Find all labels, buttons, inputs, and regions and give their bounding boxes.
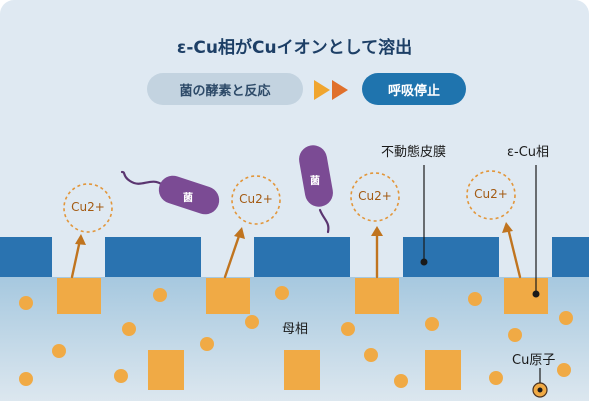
cu-atom <box>275 286 289 300</box>
bacterium-left <box>120 170 220 215</box>
ion-rings <box>63 170 516 233</box>
bacterium-right <box>299 145 333 234</box>
bacterium-body-icon <box>158 175 220 215</box>
release-arrow <box>506 226 522 279</box>
cu-atom <box>468 292 482 306</box>
enzyme-reaction-pill: 菌の酵素と反応 <box>147 73 303 105</box>
cu-atom <box>245 315 259 329</box>
ion-label: Cu2+ <box>358 189 392 203</box>
ion-ring <box>466 170 516 220</box>
cu-atom <box>364 348 378 362</box>
cu-atom-leader-dot <box>537 387 543 393</box>
epsilon-phase-label: ε-Cu相 <box>507 145 550 160</box>
cu-atom <box>114 369 128 383</box>
cu-atom <box>153 288 167 302</box>
film-segment <box>0 237 52 277</box>
cu-atom <box>200 337 214 351</box>
ion-ring <box>231 175 281 225</box>
flagellum-icon <box>120 170 165 187</box>
cu-atom <box>19 372 33 386</box>
arrow-chevron-1 <box>314 80 330 100</box>
arrowhead <box>234 227 245 239</box>
film-segment <box>403 237 499 277</box>
epsilon-block <box>206 278 250 314</box>
cu-atoms <box>19 286 573 398</box>
cu-atom <box>425 317 439 331</box>
arrowhead <box>75 234 86 245</box>
epsilon-block <box>504 278 548 314</box>
cu-atom-label: Cu原子 <box>512 353 556 368</box>
passive-film-label: 不動態皮膜 <box>381 145 447 160</box>
cu-atom <box>557 363 571 377</box>
film-segment <box>254 237 350 277</box>
cu-atom <box>559 311 573 325</box>
cu-atom <box>394 374 408 388</box>
epsilon-phase-blocks <box>57 278 548 314</box>
epsilon-leader-dot <box>532 290 540 298</box>
ion-label: Cu2+ <box>474 187 508 201</box>
callout-lines <box>423 165 541 383</box>
bacterium-label: 菌 <box>310 176 320 187</box>
release-arrow <box>223 231 242 279</box>
epsilon-block <box>355 278 399 314</box>
buried-block <box>148 350 184 390</box>
buried-block <box>284 350 320 390</box>
release-arrowheads <box>75 222 513 245</box>
arrowhead <box>502 222 513 233</box>
ion-ring <box>63 183 113 233</box>
film-segment <box>552 237 589 277</box>
film-segment <box>105 237 201 277</box>
passive-film <box>0 237 589 277</box>
ion-ring <box>350 172 400 222</box>
matrix-label: 母相 <box>282 322 309 337</box>
cu-atom <box>122 322 136 336</box>
epsilon-block <box>57 278 101 314</box>
flagellum-icon <box>318 208 330 234</box>
bacterium-label: 菌 <box>183 193 193 204</box>
respiration-stop-pill: 呼吸停止 <box>362 73 466 105</box>
ion-label: Cu2+ <box>71 200 105 214</box>
cu-atom <box>341 322 355 336</box>
diagram-title: ε-Cu相がCuイオンとして溶出 <box>176 38 413 58</box>
double-arrow-icon <box>314 80 348 100</box>
ion-label: Cu2+ <box>239 192 273 206</box>
release-arrow <box>70 238 82 279</box>
arrow-chevron-2 <box>332 80 348 100</box>
release-arrows <box>70 226 522 279</box>
cu-atom <box>489 371 503 385</box>
cu-atom <box>508 328 522 342</box>
arrowhead <box>371 226 383 236</box>
bacterium-body-icon <box>299 145 333 207</box>
buried-block <box>425 350 461 390</box>
cu-atom <box>52 344 66 358</box>
film-leader-dot <box>420 258 428 266</box>
cu-atom <box>19 296 33 310</box>
buried-epsilon-blocks <box>148 350 461 390</box>
